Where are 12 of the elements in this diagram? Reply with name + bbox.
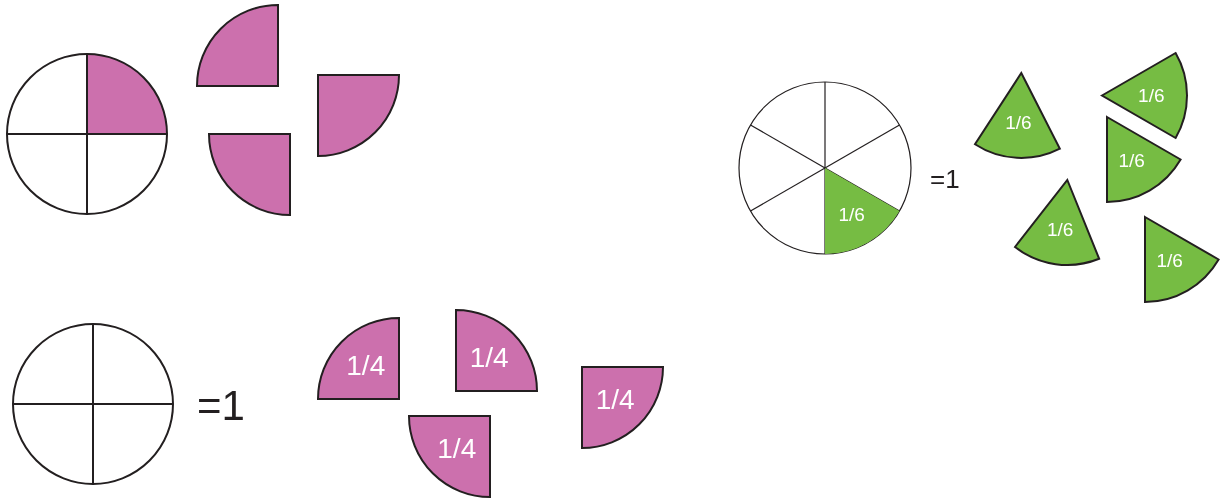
fraction-label: 1/4 bbox=[469, 343, 509, 372]
fraction-label: 1/6 bbox=[838, 204, 865, 224]
fraction-label: 1/4 bbox=[595, 386, 635, 415]
fraction-label: 1/4 bbox=[346, 351, 386, 380]
fraction-label: 1/6 bbox=[1156, 250, 1183, 270]
fraction-label: 1/6 bbox=[1005, 112, 1032, 132]
fraction-label: 1/6 bbox=[1118, 150, 1145, 170]
fraction-label: 1/6 bbox=[1046, 219, 1074, 239]
fraction-label: 1/6 bbox=[1138, 85, 1165, 105]
equation-text: =1 bbox=[930, 166, 960, 192]
fraction-label: 1/4 bbox=[437, 435, 477, 464]
equation-text: =1 bbox=[197, 385, 245, 427]
